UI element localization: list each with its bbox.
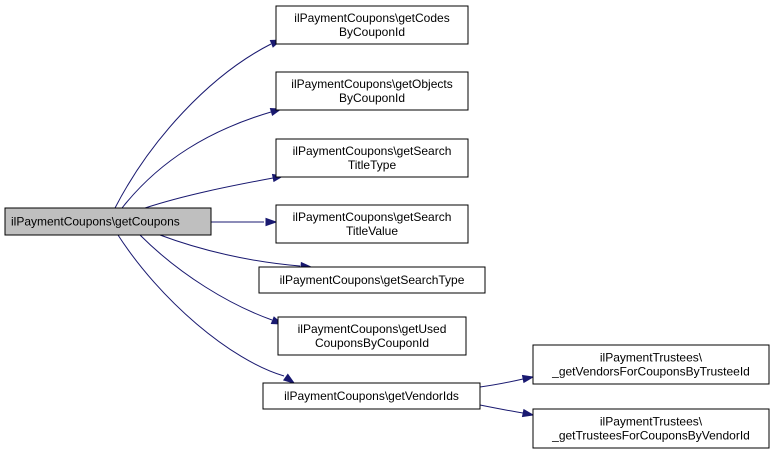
node-box[interactable] — [262, 382, 481, 410]
node-get-trustees-for-coupons[interactable]: ilPaymentTrustees\_getTrusteesForCoupons… — [532, 408, 770, 449]
node-label-line: ilPaymentTrustees\ — [600, 351, 703, 365]
node-label-line: ByCouponId — [339, 91, 405, 105]
node-get-search-type[interactable]: ilPaymentCoupons\getSearchType — [258, 266, 486, 294]
node-label-line: _getTrusteesForCouponsByVendorId — [551, 429, 750, 443]
edge-root-to-get-vendor-ids — [117, 234, 296, 384]
arrowhead-icon — [265, 217, 278, 227]
node-label-line: ilPaymentTrustees\ — [600, 415, 703, 429]
node-box[interactable] — [4, 207, 212, 236]
node-label-line: ByCouponId — [339, 25, 405, 39]
node-root[interactable]: ilPaymentCoupons\getCoupons — [4, 207, 212, 236]
node-box[interactable] — [275, 5, 469, 45]
edge-line — [114, 43, 272, 209]
node-label-line: TitleValue — [346, 224, 398, 238]
edge-line — [144, 177, 274, 209]
node-label-line: ilPaymentCoupons\getUsed — [298, 322, 447, 336]
node-box[interactable] — [277, 316, 467, 356]
node-label-line: ilPaymentCoupons\getObjects — [291, 77, 452, 91]
node-box[interactable] — [532, 344, 770, 385]
node-label-line: _getVendorsForCouponsByTrusteeId — [551, 365, 750, 379]
node-box[interactable] — [532, 408, 770, 449]
edge-get-vendor-ids-to-get-vendors-for-coupons — [479, 374, 535, 388]
node-get-vendors-for-coupons[interactable]: ilPaymentTrustees\_getVendorsForCouponsB… — [532, 344, 770, 385]
node-box[interactable] — [275, 138, 469, 178]
node-label-line: ilPaymentCoupons\getCoupons — [11, 215, 180, 229]
node-box[interactable] — [275, 204, 469, 244]
node-label-line: CouponsByCouponId — [315, 336, 429, 350]
arrowhead-icon — [521, 408, 535, 418]
edge-line — [159, 234, 301, 267]
node-label-line: TitleType — [348, 158, 397, 172]
node-get-vendor-ids[interactable]: ilPaymentCoupons\getVendorIds — [262, 382, 481, 410]
edge-get-vendor-ids-to-get-trustees-for-coupons — [479, 404, 535, 418]
edge-line — [117, 234, 285, 377]
edge-root-to-get-search-title-value — [211, 217, 278, 227]
node-label-line: ilPaymentCoupons\getSearch — [293, 210, 452, 224]
node-box[interactable] — [258, 266, 486, 294]
arrowhead-icon — [282, 373, 296, 384]
node-get-used-coupons[interactable]: ilPaymentCoupons\getUsedCouponsByCouponI… — [277, 316, 467, 356]
node-box[interactable] — [275, 71, 469, 111]
edge-line — [139, 234, 273, 321]
edge-root-to-get-codes — [114, 39, 283, 209]
edge-root-to-get-search-title-type — [144, 173, 285, 209]
node-label-line: ilPaymentCoupons\getSearchType — [280, 273, 465, 287]
node-label-line: ilPaymentCoupons\getVendorIds — [284, 389, 459, 403]
edge-line — [479, 378, 524, 388]
edge-line — [121, 111, 272, 209]
node-label-line: ilPaymentCoupons\getSearch — [293, 144, 452, 158]
nodes-layer: ilPaymentCoupons\getCoupons ilPaymentCoup… — [4, 5, 770, 449]
edge-line — [479, 404, 524, 414]
node-label-line: ilPaymentCoupons\getCodes — [294, 11, 449, 25]
arrowhead-icon — [521, 374, 535, 384]
